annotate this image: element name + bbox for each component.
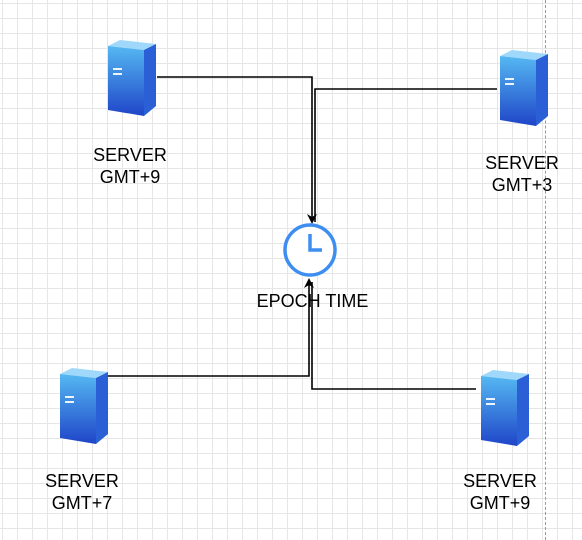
server-node-gmt9-top[interactable] xyxy=(100,38,160,118)
server-name: SERVER xyxy=(45,471,119,491)
server-timezone: GMT+3 xyxy=(491,175,553,195)
server-node-gmt3[interactable] xyxy=(492,48,552,128)
server-label-2: SERVER GMT+3 xyxy=(452,152,582,196)
server-timezone: GMT+9 xyxy=(469,493,531,513)
connector-gmt9-bottom-to-clock[interactable] xyxy=(311,282,476,390)
server-name: SERVER xyxy=(93,145,167,165)
connector-gmt3-to-clock[interactable] xyxy=(314,88,497,222)
page-boundary xyxy=(545,0,546,540)
server-name: SERVER xyxy=(463,471,537,491)
server-icon xyxy=(481,370,529,446)
epoch-time-label: EPOCH TIME xyxy=(256,291,369,311)
server-timezone: GMT+7 xyxy=(51,493,113,513)
server-label-4: SERVER GMT+9 xyxy=(430,470,570,514)
server-node-gmt7[interactable] xyxy=(52,366,112,446)
server-icon xyxy=(108,40,156,116)
connector-gmt9-top-to-clock[interactable] xyxy=(157,76,317,224)
clock-icon xyxy=(283,223,337,277)
connector-gmt7-to-clock[interactable] xyxy=(106,278,314,377)
server-timezone: GMT+9 xyxy=(99,167,161,187)
server-label-3: SERVER GMT+7 xyxy=(12,470,152,514)
epoch-time-node[interactable] xyxy=(282,222,338,278)
server-label-1: SERVER GMT+9 xyxy=(60,144,200,188)
server-icon xyxy=(500,50,548,126)
server-node-gmt9-bottom[interactable] xyxy=(473,368,533,448)
server-name: SERVER xyxy=(485,153,559,173)
server-icon xyxy=(60,368,108,444)
